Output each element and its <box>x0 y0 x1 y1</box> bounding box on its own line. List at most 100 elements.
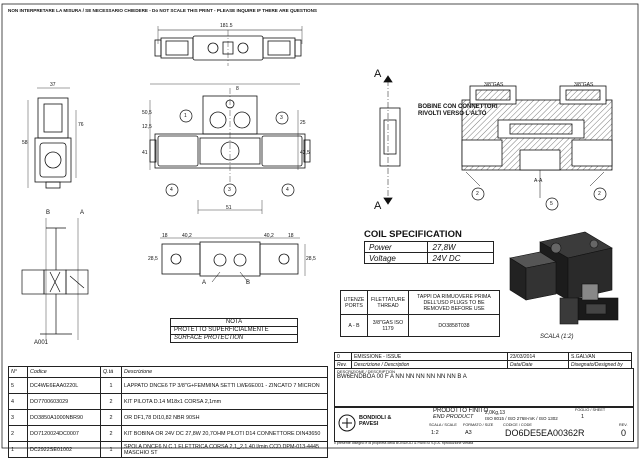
bom-h-code: Codice <box>27 366 101 378</box>
prodotto-finito: PRODOTTO FINITO <box>433 408 489 414</box>
callout-circle-4b <box>281 183 295 197</box>
note-line2: SURFACE PROTECTION <box>174 335 244 341</box>
header-notice: NON INTERPRETARE LA MISURA / SE NECESSAR… <box>8 8 317 13</box>
bom-h-qty: Q.tà <box>100 366 122 378</box>
bom-qty: 2 <box>100 425 122 442</box>
bottom-view <box>160 237 306 283</box>
callout-circle-1 <box>179 109 193 123</box>
scale-field-label: SCALA / SCALE <box>429 423 457 427</box>
dim-25: 25 <box>300 120 306 126</box>
callout-circle-3b <box>223 183 237 197</box>
coil-row-voltage: Voltage 24V DC <box>363 252 494 264</box>
ports-table: UTENZE PORTS FILETTATURE THREAD TAPPI DA… <box>340 290 500 337</box>
bom-n: 5 <box>8 377 28 394</box>
dim-28-5a: 28,5 <box>148 256 158 262</box>
bom-code: DO3850A1000NBR90 <box>27 409 101 426</box>
bom-h-desc: Descrizione <box>121 366 328 378</box>
dim-76: 76 <box>78 122 84 128</box>
bom-code: DC4WE6EAA0220L <box>27 377 101 394</box>
coil-spec-title: COIL SPECIFICATION <box>364 229 462 240</box>
drawing-code: DO6DE5EA00362R <box>505 428 585 438</box>
callout-4a: 4 <box>170 187 173 193</box>
rev-description: EMISSIONE - ISSUE <box>351 352 508 361</box>
title-block: BONDIOLI & PAVESI PRODOTTO FINITO END PR… <box>334 406 634 442</box>
bom-row: 5 DC4WE6EAA0220L 1 LAPPATO DNCE6 TP 3/8"… <box>8 377 328 394</box>
coil-row-power: Power 27,8W <box>363 241 494 253</box>
coil-spec-table: Power 27,8W Voltage 24V DC <box>363 241 494 264</box>
rev-number: 0 <box>334 352 352 361</box>
hyd-port-a: A <box>80 210 85 216</box>
dim-42-5: 42,5 <box>300 150 310 156</box>
callout-circle-4a <box>165 183 179 197</box>
bom-desc: KIT PILOTA D.14 M18x1 CORSA 2,1mm <box>121 393 328 410</box>
description-label: DESCRIZIONE / DESCRIPTION <box>337 369 396 374</box>
dim-28-5b: 28,5 <box>306 256 316 262</box>
footer-note: Il presente disegno è di proprietà della… <box>334 441 474 445</box>
rev-field-label: REV. <box>619 423 628 427</box>
bom-n: 4 <box>8 393 28 410</box>
revision-table: 0 EMISSIONE - ISSUE 23/03/2014 S.GALVAN … <box>334 352 632 369</box>
callout-circle-5 <box>545 197 559 211</box>
callout-4b: 4 <box>286 187 289 193</box>
bom-header: N° Codice Q.tà Descrizione <box>8 366 328 378</box>
bom-row: 2 DO7120024DC0007 2 KIT BOBINA OR 24V DC… <box>8 425 328 442</box>
ports-thread: 3/8"GAS ISO 1179 <box>367 314 409 337</box>
sheet-value: 1 <box>581 414 585 420</box>
bom-code: DO7120024DC0007 <box>27 425 101 442</box>
dim-12-5: 12,5 <box>142 124 152 130</box>
scale-label: SCALA (1:2) <box>540 334 574 340</box>
note-rivolti: RIVOLTI VERSO L'ALTO <box>418 111 487 117</box>
bom-desc: KIT BOBINA OR 24V DC 27,8W 20,7OHM PILOT… <box>121 425 328 442</box>
gas-right: 3/8"GAS <box>574 82 594 88</box>
bom-table: N° Codice Q.tà Descrizione 5 DC4WE6EAA02… <box>8 366 328 458</box>
weight: 2,0Kg,13 <box>485 410 506 416</box>
bom-qty: 1 <box>100 441 122 458</box>
coil-power-val: 27,8W <box>427 241 494 253</box>
dim-41: 41 <box>142 150 148 156</box>
bom-n: 2 <box>8 425 28 442</box>
ports-h-utenze: UTENZE PORTS <box>340 290 368 315</box>
rev-field-value: 0 <box>621 428 627 438</box>
coil-voltage-val: 24V DC <box>427 252 494 264</box>
bom-desc: OR DF1,78 DI10,82 NBR 90SH <box>121 409 328 426</box>
port-b-bottom: B <box>246 280 251 286</box>
note-bobine: BOBINE CON CONNETTORI <box>418 104 498 110</box>
bom-qty: 2 <box>100 393 122 410</box>
ports-plug-code: DO3858T038 <box>408 314 500 337</box>
revision-header-row: Rev. Descrizione / Description Data/Date… <box>334 360 632 369</box>
size-label: FORMATO / SIZE <box>463 423 494 427</box>
side-view-left <box>27 87 77 189</box>
dim-top-width: 181.5 <box>220 23 233 29</box>
dim-18: 18 <box>162 233 168 239</box>
callout-2a: 2 <box>476 191 479 197</box>
ports-h-thread: FILETTATURE THREAD <box>367 290 409 315</box>
bom-row: 1 DC2922SE01002 1 SPOLA DNCE6 N C.1 ELET… <box>8 441 328 458</box>
ports-h-plugs: TAPPI DA RIMUOVERE PRIMA DELL'USO PLUGS … <box>408 290 500 315</box>
coil-power-key: Power <box>363 241 429 253</box>
note-line1: PROTETTO SUPERFICIALMENTE <box>171 327 297 335</box>
dim-40-2a: 40,2 <box>182 233 192 239</box>
callout-circle-2b <box>593 187 607 201</box>
note-box: NOTA PROTETTO SUPERFICIALMENTE SURFACE P… <box>170 318 298 343</box>
dim-40-2b: 40,2 <box>264 233 274 239</box>
hydraulic-symbol <box>21 218 89 340</box>
callout-circle-2a <box>471 187 485 201</box>
dim-50-5: 50,5 <box>142 110 152 116</box>
dim-51: 51 <box>226 205 232 211</box>
hydraulic-label: A001 <box>34 340 49 346</box>
description-box: DESCRIZIONE / DESCRIPTION BW6ENDBOA 00 F… <box>334 368 634 408</box>
bom-code: DC2922SE01002 <box>27 441 101 458</box>
callout-circles <box>165 109 607 211</box>
callout-3b: 3 <box>228 187 231 193</box>
note-title: NOTA <box>171 319 297 327</box>
dim-8: 8 <box>236 86 239 92</box>
end-product: END PRODUCT <box>433 414 474 420</box>
bom-desc: SPOLA DNCE6 N C.1 ELETTRICA CORSA 2,1_2,… <box>121 441 328 458</box>
rev-author: S.GALVAN <box>568 352 632 361</box>
top-view <box>154 26 303 66</box>
port-a-bottom: A <box>202 280 207 286</box>
bom-row: 3 DO3850A1000NBR90 2 OR DF1,78 DI10,82 N… <box>8 409 328 426</box>
ports-ab: A - B <box>340 314 368 337</box>
coil-voltage-key: Voltage <box>363 252 429 264</box>
scale-field-value: 1:2 <box>431 430 439 436</box>
